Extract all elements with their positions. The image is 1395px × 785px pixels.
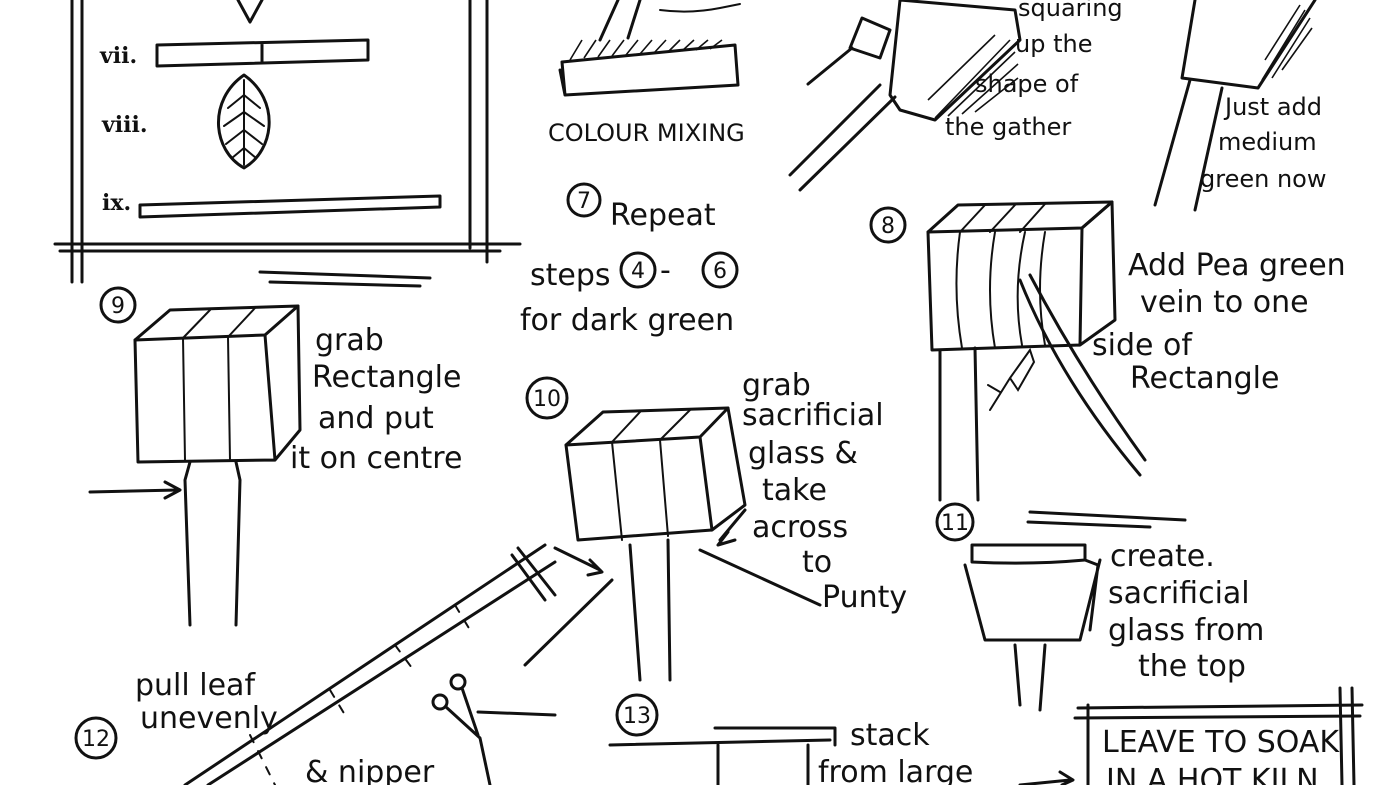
step-8-line-1: Add Pea green (1128, 248, 1346, 283)
ingredients-panel: vii. viii. ix. (53, 0, 522, 284)
step-10-line-5: across (752, 510, 848, 545)
step-8-line-3: side of (1092, 328, 1193, 363)
kiln-note-line-1: LEAVE TO SOAK (1102, 725, 1340, 760)
squaring-gather-sketch: squaring up the shape of the gather (788, 0, 1123, 192)
step-12-number: 12 (82, 727, 110, 752)
strip-vii (155, 38, 370, 68)
step-11-number: 11 (941, 511, 969, 536)
step-10-line-1: grab (742, 368, 811, 403)
step-13: 13 stack from large (608, 693, 1075, 785)
step-10-number: 10 (533, 387, 561, 412)
just-add-label-1: Just add (1223, 93, 1322, 121)
step-7-dash: - (660, 253, 671, 288)
step-8-line-4: Rectangle (1130, 361, 1279, 396)
step-7-line-3: for dark green (520, 303, 734, 338)
step-11-line-1: create. (1110, 539, 1215, 574)
squaring-label-1: squaring (1018, 0, 1123, 22)
colour-mixing-label: COLOUR MIXING (548, 119, 745, 147)
colour-mixing-sketch: COLOUR MIXING (548, 0, 745, 147)
step-10-line-2: sacrificial (742, 398, 884, 433)
squaring-label-2: up the (1015, 30, 1092, 58)
roman-viii: viii. (101, 112, 148, 138)
step-12: 12 pull leaf unevenly & nipper (74, 543, 557, 785)
step-12-nipper: & nipper (305, 755, 435, 785)
step-9-line-1: grab (315, 323, 384, 358)
step-12-line-1: pull leaf (135, 668, 256, 703)
step-9-line-2: Rectangle (312, 360, 461, 395)
step-7-range-end: 6 (713, 259, 727, 284)
just-add-label-3: green now (1200, 165, 1326, 193)
step-13-number: 13 (623, 704, 651, 729)
step-7-line-2: steps (530, 258, 611, 293)
roman-ix: ix. (102, 190, 131, 216)
step-7: 7 Repeat steps 4 - 6 for dark green (520, 182, 739, 338)
squaring-label-3: shape of (975, 70, 1079, 98)
step-7-range-start: 4 (631, 259, 645, 284)
medium-green-sketch: Just add medium green now (1153, 0, 1326, 212)
step-13-line-2: from large (818, 755, 973, 785)
step-9: 9 grab Rectangle and put it on centre (88, 270, 462, 627)
step-10-line-6: to (802, 545, 832, 580)
step-8-line-2: vein to one (1140, 285, 1309, 320)
step-8: 8 Add Pea green vein to one side of Rect… (869, 200, 1346, 502)
kiln-note-box: LEAVE TO SOAK IN A HOT KILN (1073, 686, 1364, 785)
leaf-shape-viii (217, 73, 271, 170)
scissors-icon (431, 673, 557, 785)
step-11-line-3: glass from (1108, 613, 1264, 648)
step-13-line-1: stack (850, 718, 930, 753)
step-7-number: 7 (577, 189, 591, 214)
kiln-note-line-2: IN A HOT KILN (1106, 763, 1319, 785)
step-10-line-7: Punty (822, 580, 907, 615)
just-add-label-2: medium (1218, 128, 1317, 156)
step-11-line-2: sacrificial (1108, 576, 1250, 611)
roman-vii: vii. (99, 43, 137, 69)
step-7-line-1: Repeat (610, 198, 716, 233)
step-10: 10 grab sacrificial glass & take across … (523, 368, 907, 682)
strip-ix (138, 194, 442, 219)
step-11-line-4: the top (1138, 649, 1246, 684)
step-10-line-3: glass & (748, 436, 858, 471)
step-10-line-4: take (762, 473, 827, 508)
step-9-line-4: it on centre (290, 441, 462, 476)
step-9-line-3: and put (318, 401, 434, 436)
step-9-number: 9 (111, 294, 125, 319)
step-12-line-2: unevenly (140, 701, 278, 736)
step-11: 11 create. sacrificial glass from the to… (935, 502, 1264, 712)
squaring-label-4: the gather (945, 113, 1071, 141)
step-8-number: 8 (881, 214, 895, 239)
